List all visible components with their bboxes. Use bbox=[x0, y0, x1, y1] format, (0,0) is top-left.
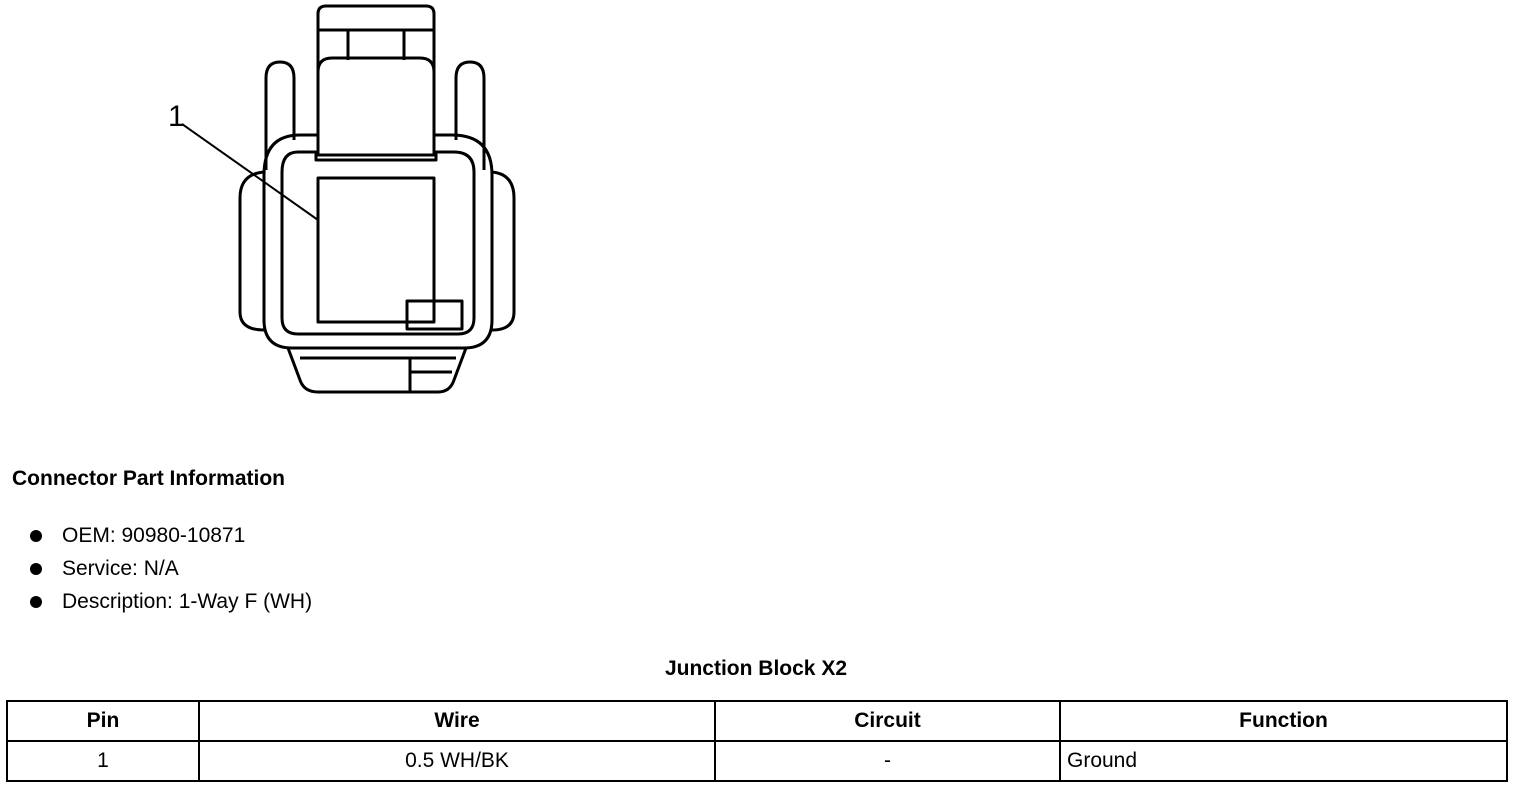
header-function: Function bbox=[1059, 700, 1508, 742]
description-text: Description: 1-Way F (WH) bbox=[62, 590, 313, 613]
pin-table: Pin Wire Circuit Function 1 0.5 WH/BK - … bbox=[6, 700, 1508, 782]
connector-info-list: OEM: 90980-10871 Service: N/A Descriptio… bbox=[30, 521, 312, 620]
callout-leader bbox=[181, 123, 319, 221]
cell-circuit: - bbox=[714, 740, 1061, 782]
bullet-icon bbox=[30, 530, 42, 542]
terminal-key bbox=[405, 299, 464, 331]
right-side-bump bbox=[491, 170, 516, 332]
list-item-description: Description: 1-Way F (WH) bbox=[30, 587, 312, 620]
oem-text: OEM: 90980-10871 bbox=[62, 524, 246, 547]
table-header-row: Pin Wire Circuit Function bbox=[6, 700, 1508, 742]
connector-diagram: 1 bbox=[160, 0, 530, 400]
cell-pin: 1 bbox=[6, 740, 200, 782]
bullet-icon bbox=[30, 596, 42, 608]
terminal-cavity-1 bbox=[316, 176, 436, 324]
bottom-lock bbox=[286, 347, 468, 394]
cell-function: Ground bbox=[1059, 740, 1508, 782]
connector-drawing: 1 bbox=[168, 4, 516, 394]
table-row: 1 0.5 WH/BK - Ground bbox=[6, 740, 1508, 782]
header-circuit: Circuit bbox=[714, 700, 1061, 742]
bullet-icon bbox=[30, 563, 42, 575]
list-item-oem: OEM: 90980-10871 bbox=[30, 521, 312, 554]
header-wire: Wire bbox=[198, 700, 716, 742]
pin-table-title: Junction Block X2 bbox=[664, 657, 848, 680]
list-item-service: Service: N/A bbox=[30, 554, 312, 587]
top-tab bbox=[316, 4, 436, 150]
connector-part-information-heading: Connector Part Information bbox=[12, 467, 286, 490]
header-pin: Pin bbox=[6, 700, 200, 742]
left-latch bbox=[264, 60, 296, 170]
callout-label: 1 bbox=[168, 100, 185, 133]
right-latch bbox=[454, 60, 486, 170]
left-side-bump bbox=[238, 170, 265, 332]
cell-wire: 0.5 WH/BK bbox=[198, 740, 716, 782]
service-text: Service: N/A bbox=[62, 557, 179, 580]
connector-housing bbox=[262, 133, 494, 350]
